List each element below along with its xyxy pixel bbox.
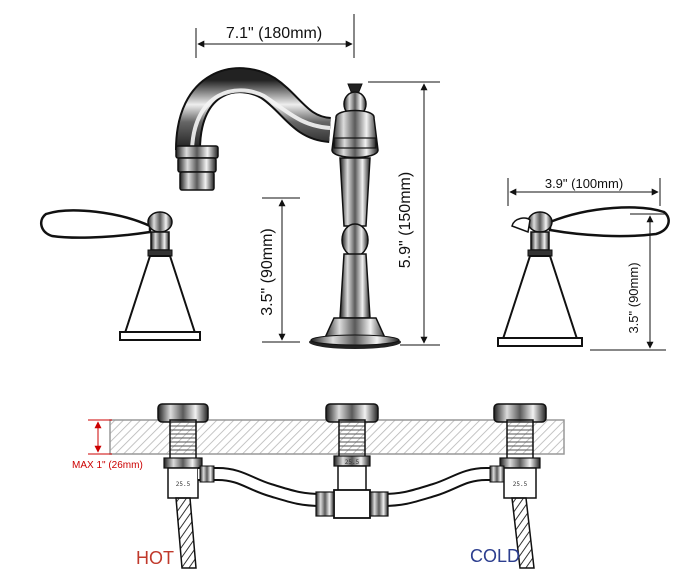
spout-reach-dimension: 7.1" (180mm) — [195, 14, 355, 58]
hot-supply-line — [175, 497, 197, 569]
right-handle — [497, 206, 670, 347]
connecting-hoses — [198, 465, 505, 507]
hot-connector-mark: 25.5 — [176, 481, 191, 488]
spout-valve-body: 25.5 — [325, 403, 379, 493]
cold-label: COLD — [470, 546, 520, 566]
hot-valve-body: 25.5 — [157, 403, 209, 499]
spout-assembly — [175, 67, 401, 349]
spout-connector-mark: 25.5 — [345, 459, 360, 466]
handle-width-dimension: 3.9" (100mm) — [507, 176, 661, 206]
right-handle-lever — [548, 206, 670, 238]
handle-width-label: 3.9" (100mm) — [545, 176, 623, 191]
spout-height-label: 5.9" (150mm) — [397, 172, 414, 268]
max-deck-dimension: MAX 1" (26mm) — [72, 419, 143, 471]
left-handle-lever — [39, 209, 152, 239]
spout-clearance-label: 3.5" (90mm) — [259, 228, 276, 315]
spout-height-dimension: 5.9" (150mm) — [368, 81, 440, 346]
tee-fitting — [315, 489, 389, 519]
spout-clearance-dimension: 3.5" (90mm) — [259, 197, 300, 343]
max-deck-label: MAX 1" (26mm) — [72, 460, 143, 471]
handle-height-dimension: 3.5" (90mm) — [590, 213, 666, 351]
left-handle — [39, 209, 201, 341]
hot-label: HOT — [136, 548, 174, 568]
cold-supply-line — [511, 497, 535, 569]
cold-connector-mark: 25.5 — [513, 481, 528, 488]
spout-aerator — [175, 145, 219, 191]
installation-section: MAX 1" (26mm) 25.5 25.5 25.5 — [72, 403, 565, 569]
spout-reach-label: 7.1" (180mm) — [226, 25, 322, 42]
handle-height-label: 3.5" (90mm) — [626, 262, 641, 333]
spout-body — [309, 83, 401, 349]
